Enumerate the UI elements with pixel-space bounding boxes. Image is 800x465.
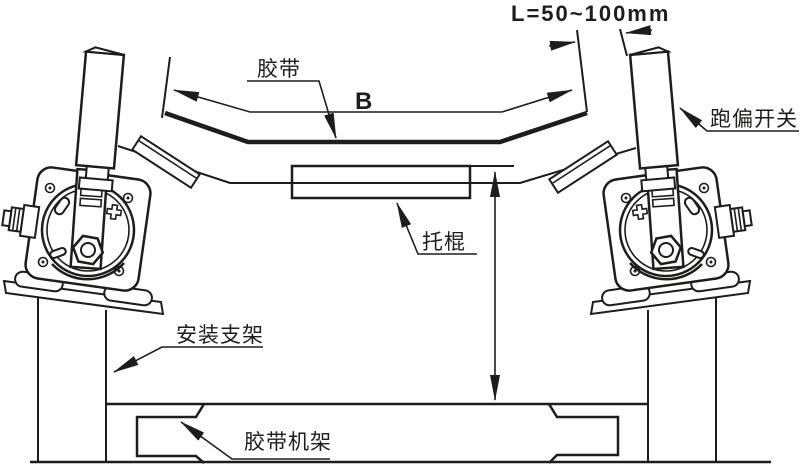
leader-idler-roller	[396, 202, 477, 255]
leader-belt	[247, 80, 337, 139]
label-belt: 胶带	[257, 58, 301, 81]
label-idler-roller: 托棍	[422, 231, 466, 254]
label-conveyor-frame: 胶带机架	[244, 431, 332, 454]
leader-deviation-switch	[679, 107, 799, 132]
label-belt-width: B	[355, 88, 372, 115]
gap-dimension-arrow-left	[548, 40, 576, 51]
label-deviation-switch: 跑偏开关	[710, 108, 798, 131]
belt-section-line	[164, 110, 588, 145]
leader-mounting-bracket	[113, 346, 263, 373]
roller-edge-reference-right	[619, 28, 628, 57]
idler-roller	[290, 164, 472, 200]
frame-break-left	[135, 403, 206, 464]
gap-dimension-arrow-right	[625, 25, 653, 36]
label-mounting-bracket: 安装支架	[176, 324, 264, 347]
wing-idler-left	[130, 134, 202, 190]
belt-edge-reference-left	[161, 56, 171, 119]
label-gap-dimension: L=50~100mm	[511, 1, 670, 26]
leader-conveyor-frame	[180, 421, 330, 460]
belt-edge-reference-right	[576, 29, 588, 113]
belt-width-dimension-line	[173, 89, 573, 113]
deviation-switch-left	[0, 45, 165, 464]
wing-idler-right	[547, 139, 619, 195]
conveyor-frame	[30, 402, 771, 464]
frame-break-right	[547, 403, 620, 464]
